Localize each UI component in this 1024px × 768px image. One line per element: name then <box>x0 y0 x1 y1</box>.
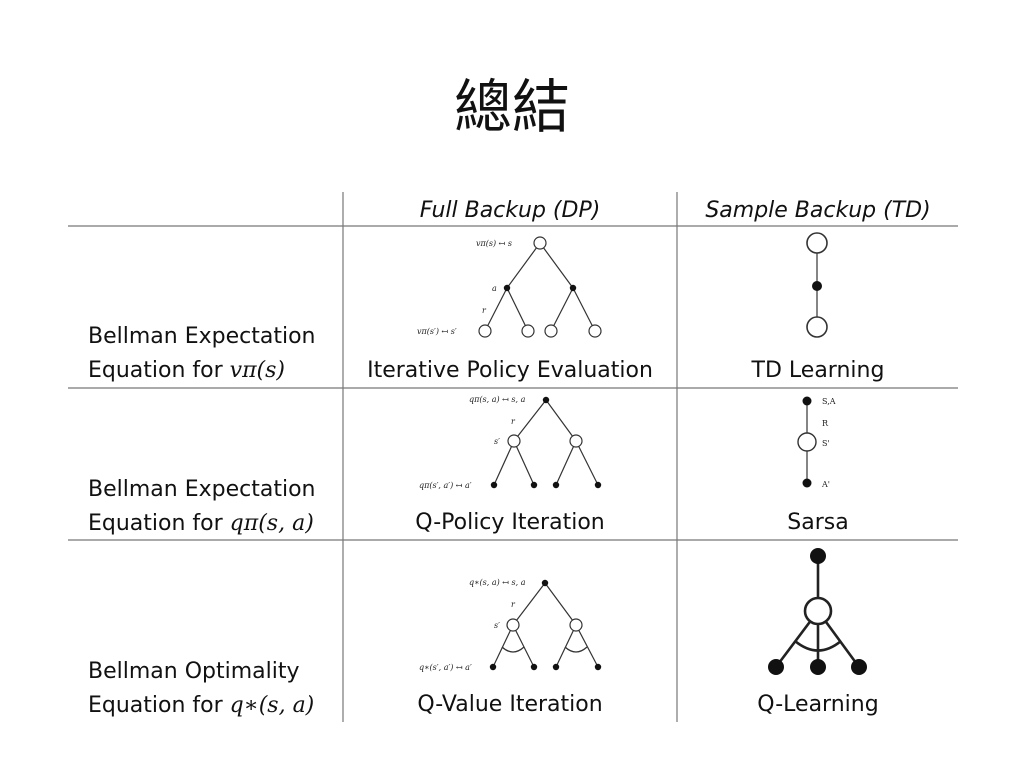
row-label-2-line2: Equation for qπ(s, a) <box>88 511 314 536</box>
dp-backup-tree-policy-evaluation: vπ(s) ↤ s a r vπ(s′) ↤ s′ <box>417 236 602 338</box>
tree-label-state: s′ <box>494 621 500 630</box>
action-node <box>802 396 812 406</box>
row-label-1-line1: Bellman Expectation <box>88 324 315 349</box>
state-node <box>478 324 492 338</box>
tree-label-reward: r <box>482 306 487 315</box>
state-node <box>588 324 602 338</box>
tree-label-reward: r <box>511 600 516 609</box>
column-header-full-backup: Full Backup (DP) <box>420 198 601 223</box>
action-node <box>489 663 497 671</box>
action-node <box>530 481 538 489</box>
action-node <box>768 659 784 675</box>
action-node <box>552 663 560 671</box>
row-label-1-line2: Equation for vπ(s) <box>88 358 285 383</box>
state-node <box>521 324 535 338</box>
state-node <box>806 232 828 254</box>
action-node <box>503 284 511 292</box>
state-node <box>533 236 547 250</box>
state-node <box>569 618 583 632</box>
action-node <box>851 659 867 675</box>
sarsa-label-bottom: A' <box>821 480 830 489</box>
table-grid <box>68 192 958 722</box>
action-node <box>812 281 822 291</box>
action-node <box>594 481 602 489</box>
tree-label-leaf: vπ(s′) ↤ s′ <box>417 327 457 336</box>
td-backup-chain-sarsa: S,A R S' A' <box>797 396 836 489</box>
row-label-3-math: q∗(s, a) <box>230 693 315 718</box>
action-node <box>594 663 602 671</box>
row-label-3-line1: Bellman Optimality <box>88 659 300 684</box>
state-node <box>569 434 583 448</box>
action-node <box>569 284 577 292</box>
tree-label-root: q∗(s, a) ↤ s, a <box>469 578 526 587</box>
state-node <box>544 324 558 338</box>
action-node <box>490 481 498 489</box>
action-node <box>802 478 812 488</box>
row-label-1-math: vπ(s) <box>230 358 285 383</box>
sarsa-label-top: S,A <box>822 397 836 406</box>
column-header-sample-backup: Sample Backup (TD) <box>705 198 930 223</box>
caption-sarsa: Sarsa <box>787 510 848 535</box>
row-label-2-math: qπ(s, a) <box>230 511 314 536</box>
tree-label-leaf: q∗(s′, a′) ↤ a′ <box>419 663 472 672</box>
tree-label-leaf: qπ(s′, a′) ↤ a′ <box>419 481 472 490</box>
tree-label-action: a <box>492 284 497 293</box>
state-node <box>806 316 828 338</box>
tree-label-root: qπ(s, a) ↤ s, a <box>469 395 526 404</box>
action-node <box>541 579 549 587</box>
state-node <box>507 434 521 448</box>
caption-q-policy-iteration: Q-Policy Iteration <box>415 510 604 535</box>
sarsa-label-state: S' <box>822 439 830 448</box>
action-node <box>542 396 550 404</box>
row-label-2-line1: Bellman Expectation <box>88 477 315 502</box>
row-label-3-line2: Equation for q∗(s, a) <box>88 693 314 718</box>
slide-title: 總結 <box>453 73 570 141</box>
caption-iterative-policy-evaluation: Iterative Policy Evaluation <box>367 358 653 383</box>
caption-q-learning: Q-Learning <box>757 692 878 717</box>
tree-label-root: vπ(s) ↤ s <box>476 239 512 248</box>
tree-label-state: s′ <box>494 437 500 446</box>
dp-backup-tree-q-policy-iteration: qπ(s, a) ↤ s, a r s′ qπ(s′, a′) ↤ a′ <box>419 395 602 490</box>
td-backup-tree-q-learning <box>768 548 867 675</box>
tree-label-reward: r <box>511 417 516 426</box>
state-node <box>797 432 817 452</box>
action-node <box>552 481 560 489</box>
caption-td-learning: TD Learning <box>751 358 885 383</box>
caption-q-value-iteration: Q-Value Iteration <box>417 692 602 717</box>
action-node <box>810 659 826 675</box>
sarsa-label-reward: R <box>822 419 829 428</box>
dp-backup-tree-q-value-iteration: q∗(s, a) ↤ s, a r s′ q∗(s′, a′) ↤ a′ <box>419 578 602 672</box>
state-node <box>803 596 833 626</box>
action-node <box>530 663 538 671</box>
action-node <box>810 548 826 564</box>
state-node <box>506 618 520 632</box>
td-backup-chain-td-learning <box>806 232 828 338</box>
